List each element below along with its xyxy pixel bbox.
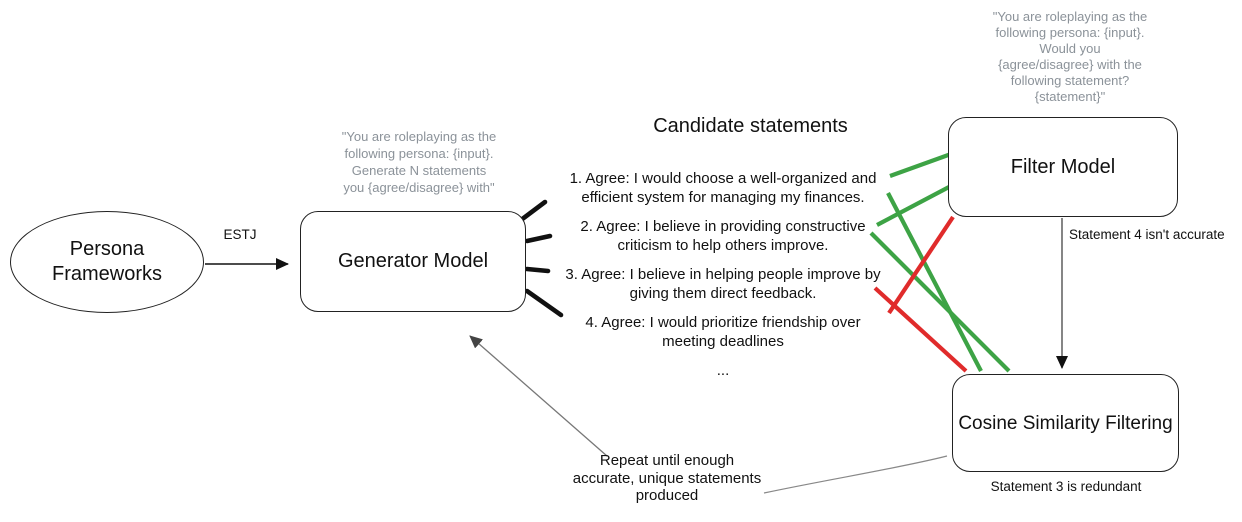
generator-tick-2 [524,233,553,244]
candidate-statement-1: 1. Agree: I would choose a well-organize… [569,170,877,206]
filter-model-node: Filter Model [948,117,1178,217]
pass-line-stmt1-cosine [886,192,983,372]
candidate-statement-4: 4. Agree: I would prioritize friendship … [585,314,861,350]
fail-line-filter-stmt4 [887,215,955,315]
candidate-statements-list: 1. Agree: I would choose a well-organize… [543,170,903,381]
generator-tick-4 [524,288,564,318]
estj-edge-label: ESTJ [223,227,257,242]
filter-note: Statement 4 isn't accurate [1069,227,1225,242]
pass-line-stmt2-cosine [869,231,1011,373]
statements-ellipsis: ... [716,362,730,379]
candidate-statement-2: 2. Agree: I believe in providing constru… [580,218,866,254]
filter-prompt-text: "You are roleplaying as the following pe… [992,9,1148,104]
cosine-to-repeat-connector [763,455,948,494]
pass-line-stmt1-filter [889,152,952,178]
filter-model-label: Filter Model [1010,155,1116,178]
generator-model-node: Generator Model [300,211,526,312]
cosine-similarity-label: Cosine Similarity Filtering [958,412,1173,434]
repeat-note: Repeat until enough accurate, unique sta… [572,452,762,504]
cosine-note: Statement 3 is redundant [990,479,1142,494]
generator-tick-3 [524,266,551,274]
pass-line-stmt2-filter [876,185,950,227]
fail-line-stmt3-cosine [873,286,968,373]
persona-frameworks-node: Persona Frameworks [10,211,204,313]
candidate-statement-3: 3. Agree: I believe in helping people im… [565,266,881,302]
repeat-to-generator-arrow [469,335,608,457]
generator-model-label: Generator Model [337,250,489,272]
cosine-similarity-node: Cosine Similarity Filtering [952,374,1179,472]
generator-tick-1 [518,199,548,223]
generator-prompt-text: "You are roleplaying as the following pe… [341,129,497,195]
candidate-statements-title: Candidate statements [653,115,848,137]
persona-frameworks-label: Persona Frameworks [51,238,162,285]
